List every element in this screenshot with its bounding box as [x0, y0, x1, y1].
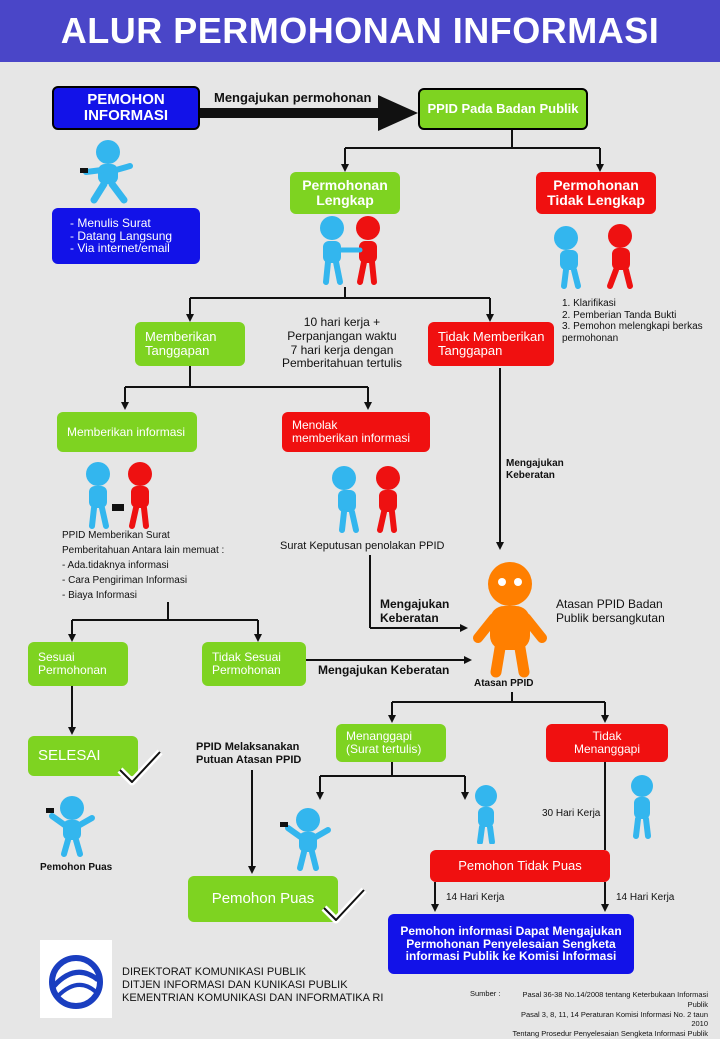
big-arrow-head — [378, 95, 418, 131]
jangka-waktu-label: 10 hari kerja + Perpanjangan waktu 7 har… — [281, 315, 403, 371]
figure-pemohon-puas-icon — [280, 808, 331, 871]
figure-unhappy-icon — [475, 785, 497, 844]
ppid-surat-text: PPID Memberikan Surat Pemberitahuan Anta… — [62, 530, 225, 601]
atasan-ppid-label: Atasan PPID — [474, 678, 534, 689]
ppid-melaksanakan-label: PPID Melaksanakan Putuan Atasan PPID — [196, 741, 302, 766]
permohonan-lengkap-box: Permohonan Lengkap — [290, 172, 400, 214]
figure-pemohon-puas-left-icon — [46, 796, 95, 857]
mengajukan-keberatan-label-1: Mengajukan Keberatan — [506, 458, 564, 481]
header-bar: ALUR PERMOHONAN INFORMASI — [0, 0, 720, 62]
tidak-menanggapi-box: Tidak Menanggapi — [546, 724, 668, 762]
figure-handshake-icon — [320, 216, 380, 285]
footer-source-label: Sumber : — [470, 989, 501, 998]
pemohon-informasi-box: PEMOHON INFORMASI — [52, 86, 200, 130]
menanggapi-box: Menanggapi (Surat tertulis) — [336, 724, 446, 762]
kominfo-logo — [40, 940, 112, 1018]
atasan-ppid-description: Atasan PPID Badan Publik bersangkutan — [556, 597, 665, 625]
mengajukan-keberatan-label-3: Mengajukan Keberatan — [318, 663, 450, 677]
figure-waiting-icon — [631, 775, 653, 839]
empat-belas-hari-label-b: 14 Hari Kerja — [616, 892, 675, 903]
memberikan-tanggapan-box: Memberikan Tanggapan — [135, 322, 245, 366]
selesai-box: SELESAI — [28, 736, 138, 776]
mengajukan-keberatan-label-2: Mengajukan Keberatan — [380, 597, 450, 625]
figure-refuse-icon — [332, 466, 400, 533]
mengajukan-permohonan-label: Mengajukan permohonan — [214, 90, 372, 105]
cara-permohonan-list: - Menulis Surat - Datang Langsung - Via … — [52, 208, 200, 264]
page-title: ALUR PERMOHONAN INFORMASI — [60, 10, 660, 51]
pemohon-puas-left-label: Pemohon Puas — [40, 862, 113, 873]
selesai-check-icon — [117, 749, 163, 786]
tidak-sesuai-permohonan-box: Tidak Sesuai Permohonan — [202, 642, 306, 686]
tidak-lengkap-steps: 1. Klarifikasi 2. Pemberian Tanda Bukti … — [562, 298, 703, 344]
pemohon-puas-box: Pemohon Puas — [188, 876, 338, 922]
surat-keputusan-label: Surat Keputusan penolakan PPID — [280, 540, 445, 552]
figure-confused-icon — [554, 224, 633, 289]
permohonan-tidak-lengkap-box: Permohonan Tidak Lengkap — [536, 172, 656, 214]
footer-source: Pasal 36-38 No.14/2008 tentang Keterbuka… — [512, 990, 708, 1038]
menolak-box: Menolak memberikan informasi — [282, 412, 430, 452]
memberikan-informasi-box: Memberikan informasi — [57, 412, 197, 452]
empat-belas-hari-label-a: 14 Hari Kerja — [446, 892, 505, 903]
figure-atasan-ppid-icon — [473, 562, 547, 678]
footer-organization: DIREKTORAT KOMUNIKASI PUBLIK DITJEN INFO… — [122, 966, 384, 1005]
komisi-informasi-box: Pemohon informasi Dapat Mengajukan Permo… — [388, 914, 634, 974]
pemohon-puas-check-icon — [321, 887, 367, 924]
figure-give-info-icon — [86, 462, 152, 529]
ppid-box: PPID Pada Badan Publik — [418, 88, 588, 130]
figure-pemohon-icon — [80, 140, 133, 204]
tiga-puluh-hari-label: 30 Hari Kerja — [542, 808, 601, 819]
pemohon-tidak-puas-box: Pemohon Tidak Puas — [430, 850, 610, 882]
kominfo-logo-icon — [49, 955, 103, 1009]
tidak-memberikan-tanggapan-box: Tidak Memberikan Tanggapan — [428, 322, 554, 366]
sesuai-permohonan-box: Sesuai Permohonan — [28, 642, 128, 686]
